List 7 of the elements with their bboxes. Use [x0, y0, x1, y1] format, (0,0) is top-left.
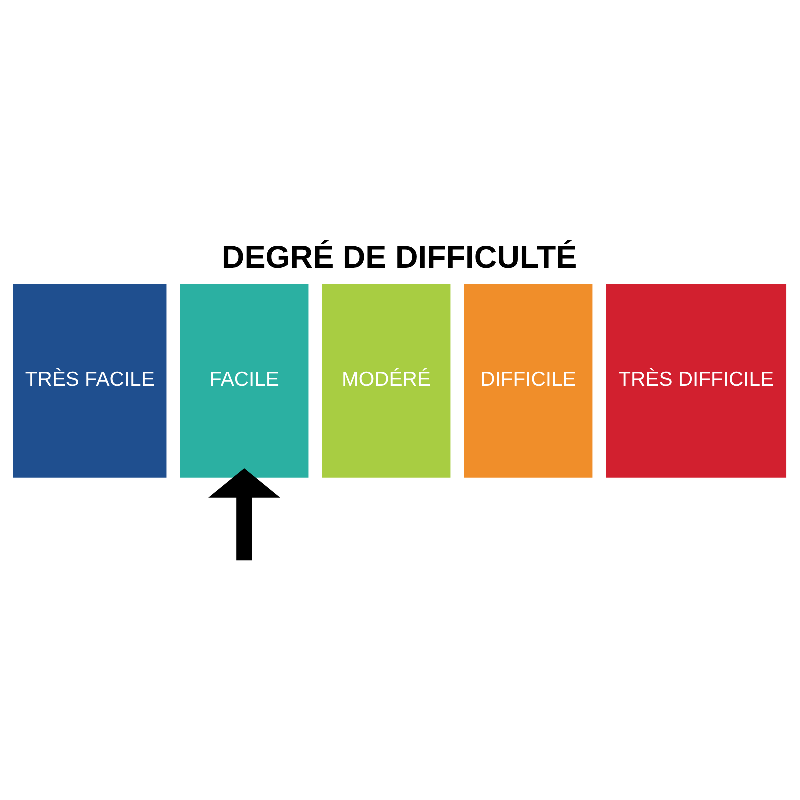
diagram-title: DEGRÉ DE DIFFICULTÉ	[222, 238, 578, 275]
node-box: TRÈS DIFFICILE	[605, 282, 788, 478]
node-box: MODÉRÉ	[321, 282, 452, 478]
arrow	[208, 468, 280, 560]
node-box: FACILE	[179, 282, 310, 478]
node-box: TRÈS FACILE	[12, 282, 168, 478]
node-box: DIFFICILE	[463, 282, 594, 478]
